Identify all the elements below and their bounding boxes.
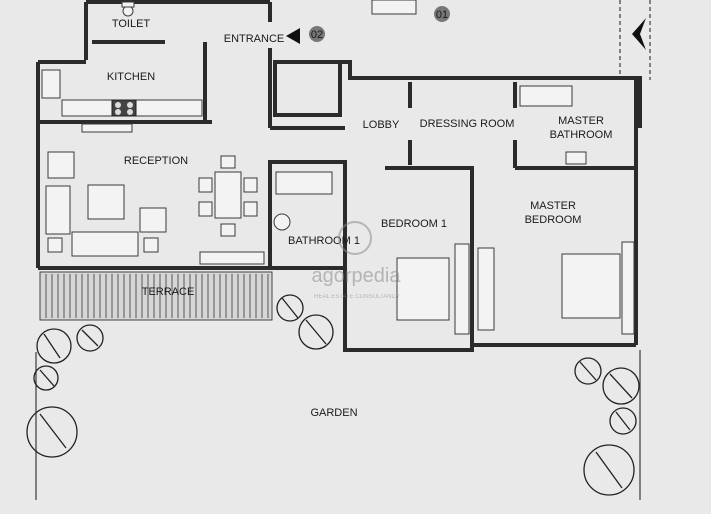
- room-label-bathroom-1: BATHROOM 1: [288, 235, 360, 247]
- room-label-master-bathroom-1: MASTER: [558, 115, 604, 127]
- top-marker-number: 01: [436, 9, 448, 21]
- room-label-terrace: TERRACE: [142, 286, 195, 298]
- room-label-dressing-room: DRESSING ROOM: [420, 118, 515, 130]
- top-marker-circle: [434, 6, 450, 22]
- garden-trees: [26, 294, 640, 496]
- room-label-master-bedroom-1: MASTER: [530, 200, 576, 212]
- room-label-reception: RECEPTION: [124, 155, 188, 167]
- entrance-marker-number: 02: [311, 29, 323, 41]
- entrance-marker-circle: [309, 26, 325, 42]
- walls: [36, 0, 642, 352]
- room-label-lobby: LOBBY: [363, 119, 400, 131]
- room-label-master-bathroom-2: BATHROOM: [550, 129, 613, 141]
- room-label-bedroom-1: BEDROOM 1: [381, 218, 447, 230]
- watermark-logo: agorpedia REAL ESTATE CONSULTANCY: [312, 221, 402, 300]
- room-label-master-bedroom-2: BEDROOM: [525, 214, 582, 226]
- triangle-pointer-icon: [286, 28, 300, 44]
- chevron-left-icon: [632, 18, 646, 50]
- watermark-tagline: REAL ESTATE CONSULTANCY: [314, 294, 400, 300]
- site-boundary-dashed: [619, 0, 651, 80]
- watermark-brand: agorpedia: [312, 265, 402, 287]
- room-label-toilet: TOILET: [112, 18, 151, 30]
- room-label-kitchen: KITCHEN: [107, 71, 155, 83]
- furniture: [41, 0, 635, 335]
- room-label-entrance: ENTRANCE: [224, 33, 285, 45]
- terrace-hatch: [39, 271, 273, 321]
- room-label-garden: GARDEN: [310, 407, 357, 419]
